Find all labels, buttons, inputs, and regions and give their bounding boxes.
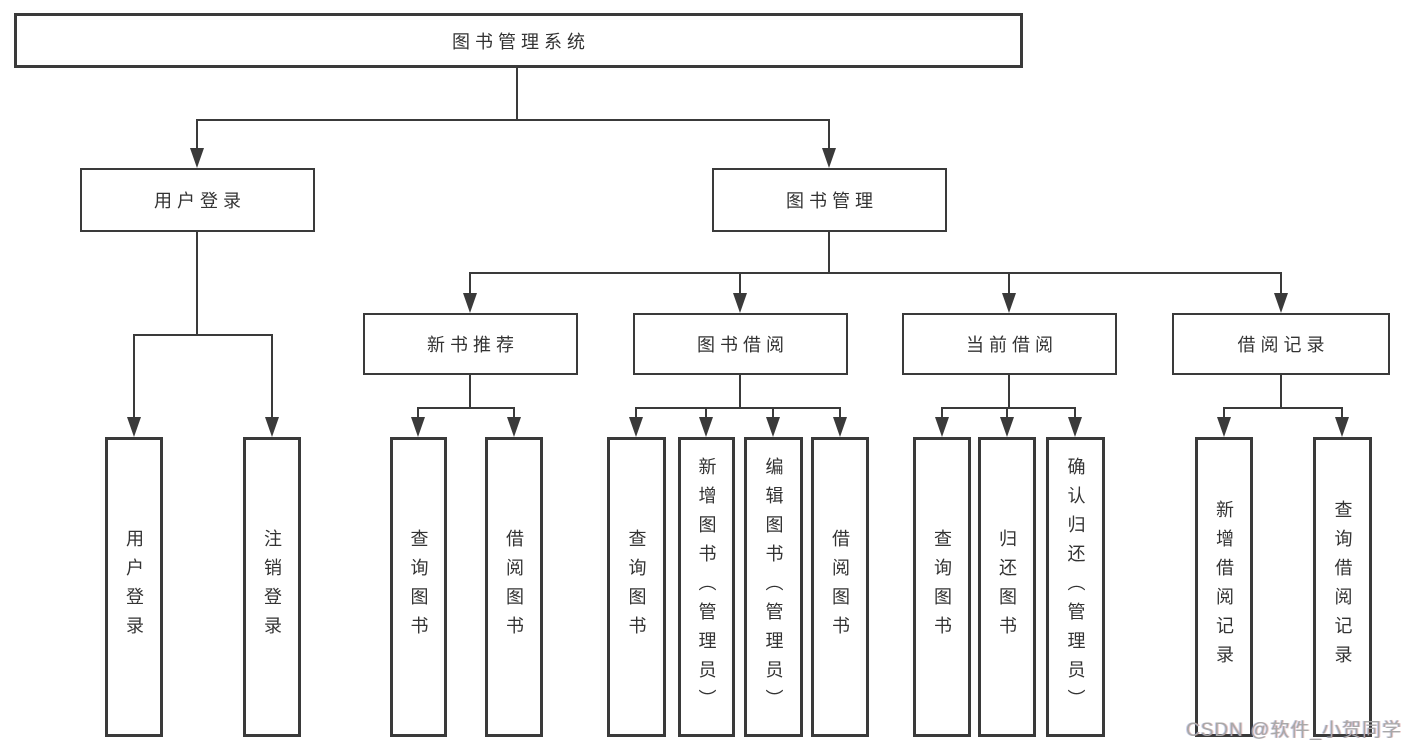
node-current-borrow: 当前借阅 <box>902 313 1117 375</box>
leaf-user-login-label: 用户登录 <box>124 529 144 645</box>
connector-hline <box>469 272 1282 274</box>
leaf-query-books-current: 查询图书 <box>913 437 971 737</box>
node-borrow-records: 借阅记录 <box>1172 313 1390 375</box>
node-user-login-label: 用户登录 <box>154 191 246 211</box>
arrow-down-icon <box>1335 417 1349 437</box>
arrow-down-icon <box>1068 417 1082 437</box>
arrow-down-icon <box>507 417 521 437</box>
leaf-edit-books-admin: 编辑图书（管理员） <box>744 437 803 737</box>
arrow-down-icon <box>699 417 713 437</box>
node-book-borrow: 图书借阅 <box>633 313 848 375</box>
leaf-query-borrow-record: 查询借阅记录 <box>1313 437 1372 737</box>
arrow-down-icon <box>265 417 279 437</box>
connector-vline <box>1223 407 1225 419</box>
connector-vline <box>1006 407 1008 419</box>
leaf-add-borrow-record-label: 新增借阅记录 <box>1214 500 1234 674</box>
connector-vline <box>772 407 774 419</box>
connector-vline <box>635 407 637 419</box>
leaf-user-login: 用户登录 <box>105 437 163 737</box>
connector-vline <box>1280 375 1282 407</box>
node-root: 图书管理系统 <box>14 13 1023 68</box>
connector-vline <box>839 407 841 419</box>
leaf-borrow-books: 借阅图书 <box>811 437 869 737</box>
connector-hline <box>196 119 830 121</box>
connector-vline <box>739 272 741 296</box>
leaf-logout-label: 注销登录 <box>262 529 282 645</box>
leaf-add-books-admin-label: 新增图书（管理员） <box>696 456 717 718</box>
connector-vline <box>705 407 707 419</box>
connector-vline <box>1074 407 1076 419</box>
leaf-query-books-current-label: 查询图书 <box>932 529 952 645</box>
node-user-login: 用户登录 <box>80 168 315 232</box>
leaf-borrow-books-label: 借阅图书 <box>830 529 850 645</box>
connector-vline <box>417 407 419 419</box>
node-new-book-recommend: 新书推荐 <box>363 313 578 375</box>
node-new-book-recommend-label: 新书推荐 <box>427 335 519 355</box>
connector-vline <box>828 232 830 272</box>
connector-vline <box>1280 272 1282 296</box>
leaf-return-books-label: 归还图书 <box>997 529 1017 645</box>
leaf-query-books-borrow: 查询图书 <box>607 437 666 737</box>
connector-hline <box>941 407 1076 409</box>
connector-vline <box>516 68 518 119</box>
csdn-watermark: CSDN @软件_小贺同学 <box>1186 720 1402 741</box>
arrow-down-icon <box>629 417 643 437</box>
leaf-confirm-return-admin-label: 确认归还（管理员） <box>1065 456 1086 718</box>
arrow-down-icon <box>766 417 780 437</box>
arrow-down-icon <box>833 417 847 437</box>
arrow-down-icon <box>190 148 204 168</box>
arrow-down-icon <box>463 293 477 313</box>
node-borrow-records-label: 借阅记录 <box>1237 335 1330 355</box>
node-book-borrow-label: 图书借阅 <box>697 335 789 355</box>
arrow-down-icon <box>935 417 949 437</box>
leaf-logout: 注销登录 <box>243 437 301 737</box>
connector-vline <box>739 375 741 407</box>
leaf-borrow-books-recommend-label: 借阅图书 <box>504 529 524 645</box>
arrow-down-icon <box>822 148 836 168</box>
connector-vline <box>1008 272 1010 296</box>
connector-vline <box>196 232 198 334</box>
node-current-borrow-label: 当前借阅 <box>966 335 1058 355</box>
arrow-down-icon <box>411 417 425 437</box>
arrow-down-icon <box>1274 293 1288 313</box>
connector-vline <box>469 272 471 296</box>
leaf-confirm-return-admin: 确认归还（管理员） <box>1046 437 1105 737</box>
leaf-return-books: 归还图书 <box>978 437 1036 737</box>
leaf-query-books-recommend-label: 查询图书 <box>408 529 429 645</box>
arrow-down-icon <box>1000 417 1014 437</box>
arrow-down-icon <box>127 417 141 437</box>
leaf-add-books-admin: 新增图书（管理员） <box>678 437 735 737</box>
connector-vline <box>469 375 471 407</box>
connector-vline <box>513 407 515 419</box>
leaf-borrow-books-recommend: 借阅图书 <box>485 437 543 737</box>
connector-hline <box>1223 407 1343 409</box>
connector-hline <box>635 407 841 409</box>
arrow-down-icon <box>1217 417 1231 437</box>
arrow-down-icon <box>733 293 747 313</box>
connector-vline <box>196 119 198 150</box>
leaf-query-books-borrow-label: 查询图书 <box>626 529 647 645</box>
leaf-add-borrow-record: 新增借阅记录 <box>1195 437 1253 737</box>
node-book-management: 图书管理 <box>712 168 947 232</box>
leaf-query-borrow-record-label: 查询借阅记录 <box>1332 500 1353 674</box>
connector-hline <box>133 334 273 336</box>
connector-vline <box>133 334 135 418</box>
leaf-query-books-recommend: 查询图书 <box>390 437 447 737</box>
connector-vline <box>1008 375 1010 407</box>
node-root-label: 图书管理系统 <box>452 31 590 52</box>
connector-vline <box>271 334 273 418</box>
node-book-management-label: 图书管理 <box>786 191 878 211</box>
connector-vline <box>828 119 830 150</box>
connector-vline <box>941 407 943 419</box>
connector-vline <box>1341 407 1343 419</box>
leaf-edit-books-admin-label: 编辑图书（管理员） <box>763 456 784 718</box>
connector-hline <box>417 407 515 409</box>
arrow-down-icon <box>1002 293 1016 313</box>
